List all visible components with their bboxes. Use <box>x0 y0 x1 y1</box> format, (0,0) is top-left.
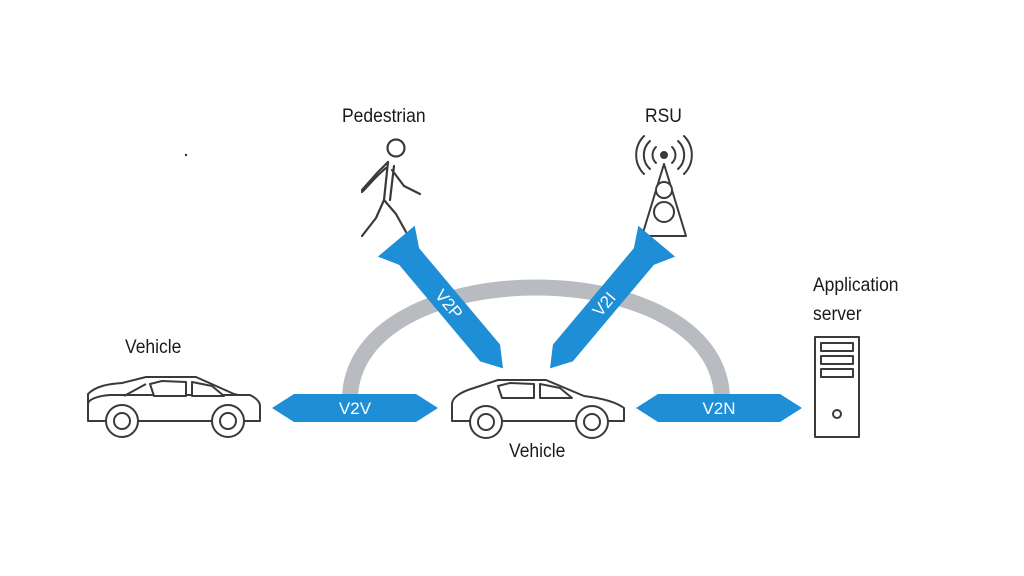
vehicle-left-label: Vehicle <box>125 337 182 358</box>
v2n-link: V2N <box>636 394 802 422</box>
rsu-tower-icon <box>635 135 693 237</box>
car-icon <box>87 376 261 438</box>
server-label-line1: Application <box>813 275 899 296</box>
stray-dot <box>184 153 188 157</box>
car-icon <box>451 379 625 439</box>
network-arc <box>342 279 730 401</box>
v2v-label: V2V <box>339 399 372 418</box>
vehicle-center-label: Vehicle <box>509 441 566 462</box>
pedestrian-label: Pedestrian <box>342 106 426 127</box>
v2p-arrow-shape <box>377 225 503 369</box>
rsu-label: RSU <box>645 106 682 127</box>
server-icon <box>814 336 860 438</box>
v2v-arrow <box>272 394 438 422</box>
v2i-arrow-shape <box>550 225 676 369</box>
v2n-arrow <box>636 394 802 422</box>
pedestrian-icon <box>360 138 422 238</box>
v2p-link: V2P <box>377 225 503 369</box>
v2v-link: V2V <box>272 394 438 422</box>
server-label-line2: server <box>813 304 862 325</box>
v2n-label: V2N <box>702 399 735 418</box>
v2i-link: V2I <box>550 225 676 369</box>
